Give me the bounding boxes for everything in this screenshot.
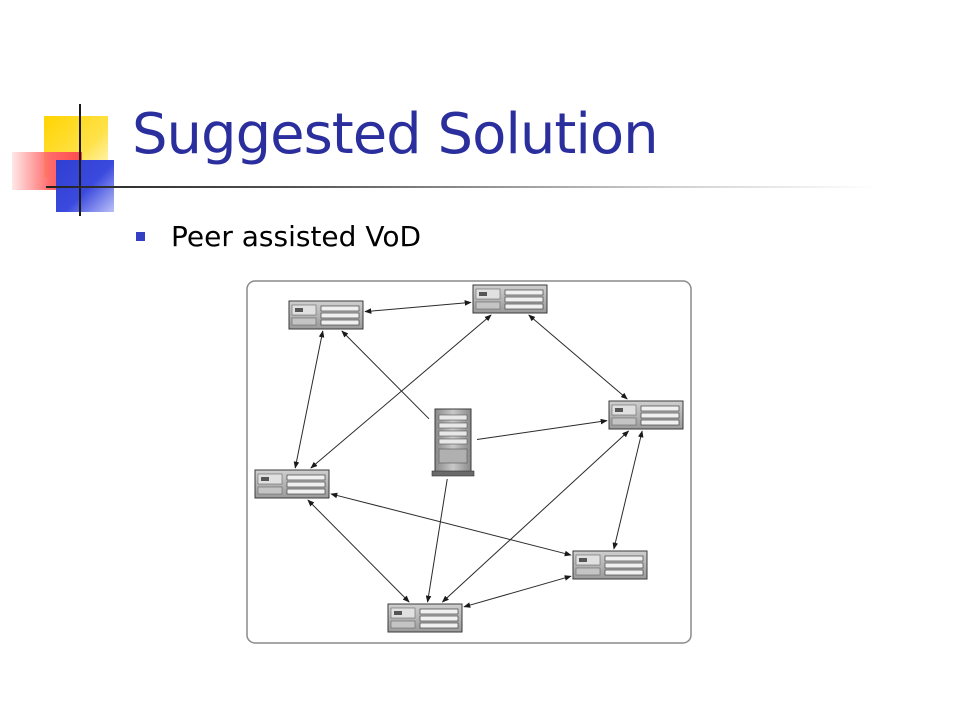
peer-computer-icon [254,469,330,499]
title-underline [46,186,876,188]
bullet-item: Peer assisted VoD [136,220,421,253]
peer-computer-icon [608,400,684,430]
link-peer-2-peer-4 [310,314,492,469]
bullet-text: Peer assisted VoD [171,220,422,253]
link-peer-1-peer-2 [364,300,472,314]
link-peer-2-peer-3 [528,314,628,400]
link-server-peer-6 [425,478,448,603]
link-peer-3-peer-6 [441,430,630,603]
peer-computer-icon [572,550,648,580]
link-server-peer-1 [341,330,430,420]
peer-computer-icon [387,603,463,633]
p2p-network-diagram [246,280,692,644]
peer-computer-icon [288,300,364,330]
link-peer-5-peer-6 [463,575,572,608]
server-tower-icon [431,408,475,477]
links-layer [293,300,644,608]
square-bullet-icon [136,232,145,241]
peer-computer-icon [472,284,548,314]
nodes-layer [254,284,684,633]
slide-title: Suggested Solution [132,102,659,167]
link-server-peer-3 [476,418,608,441]
decor-vertical-line [79,104,81,216]
link-peer-4-peer-6 [307,499,410,603]
